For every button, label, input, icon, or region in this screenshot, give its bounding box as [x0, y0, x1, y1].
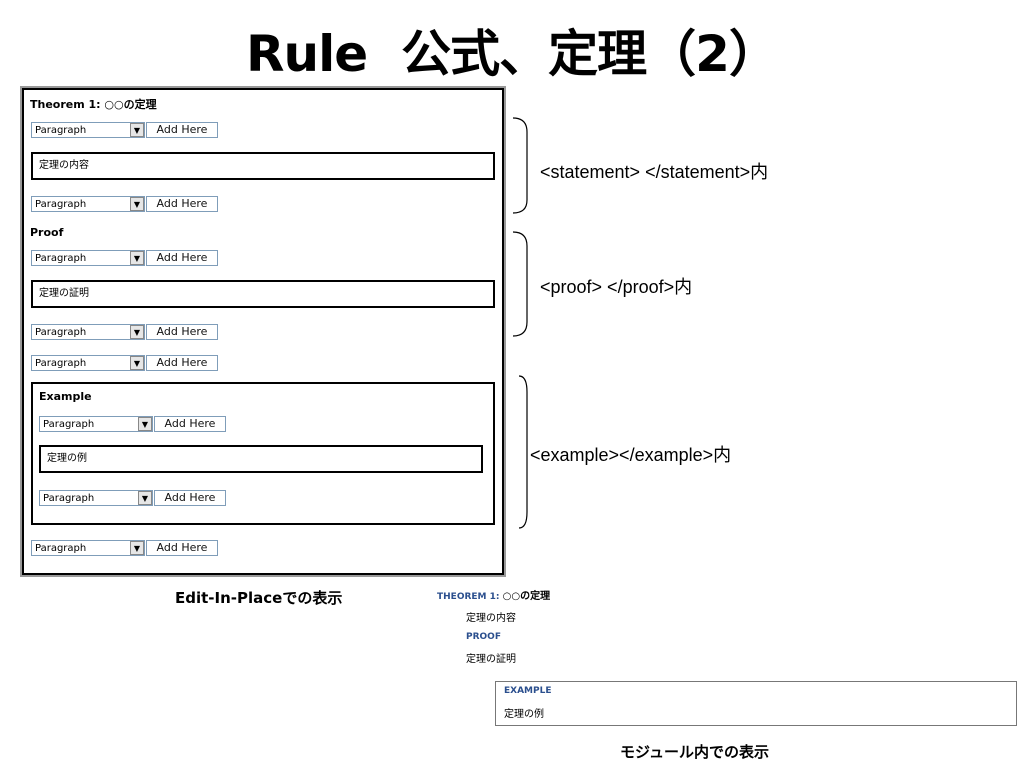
paragraph-select[interactable]: Paragraph▼	[31, 196, 145, 212]
example-field[interactable]: 定理の例	[39, 445, 483, 473]
block-row: Paragraph▼ Add Here	[39, 416, 239, 434]
title-formula-theorem: 公式、定理（2）	[401, 25, 779, 83]
dropdown-arrow-icon: ▼	[130, 541, 144, 555]
paragraph-select[interactable]: Paragraph▼	[31, 250, 145, 266]
block-row: Paragraph▼ Add Here	[31, 250, 231, 268]
add-here-button[interactable]: Add Here	[146, 196, 218, 212]
add-here-button[interactable]: Add Here	[146, 540, 218, 556]
proof-label: Proof	[30, 226, 64, 239]
module-example: 定理の例	[504, 709, 544, 720]
statement-brace	[512, 117, 528, 214]
paragraph-select[interactable]: Paragraph▼	[31, 355, 145, 371]
add-here-button[interactable]: Add Here	[146, 324, 218, 340]
edit-in-place-panel: Theorem 1: ○○の定理 Paragraph▼ Add Here 定理の…	[22, 88, 504, 575]
theorem-label: Theorem 1: ○○の定理	[30, 98, 157, 111]
block-row: Paragraph▼ Add Here	[39, 490, 239, 508]
dropdown-arrow-icon: ▼	[138, 417, 152, 431]
statement-field[interactable]: 定理の内容	[31, 152, 495, 180]
bracket-annotations	[512, 117, 528, 529]
paragraph-select[interactable]: Paragraph▼	[31, 122, 145, 138]
module-statement: 定理の内容	[466, 613, 516, 624]
dropdown-arrow-icon: ▼	[130, 251, 144, 265]
dropdown-arrow-icon: ▼	[130, 197, 144, 211]
block-row: Paragraph▼ Add Here	[31, 355, 231, 373]
module-proof: 定理の証明	[466, 654, 516, 665]
statement-annotation: <statement> </statement>内	[540, 162, 769, 182]
add-here-button[interactable]: Add Here	[154, 490, 226, 506]
module-caption: モジュール内での表示	[620, 743, 769, 761]
dropdown-arrow-icon: ▼	[130, 356, 144, 370]
paragraph-select[interactable]: Paragraph▼	[31, 540, 145, 556]
module-theorem-heading: THEOREM 1: ○○の定理	[437, 591, 551, 602]
edit-in-place-caption: Edit-In-Placeでの表示	[175, 589, 343, 607]
block-row: Paragraph▼ Add Here	[31, 122, 231, 140]
example-label: Example	[39, 390, 92, 403]
dropdown-arrow-icon: ▼	[130, 123, 144, 137]
slide-title: Rule 公式、定理（2）	[0, 14, 1024, 86]
module-proof-heading: PROOF	[466, 632, 501, 642]
paragraph-select[interactable]: Paragraph▼	[39, 416, 153, 432]
add-here-button[interactable]: Add Here	[154, 416, 226, 432]
proof-field[interactable]: 定理の証明	[31, 280, 495, 308]
proof-annotation: <proof> </proof>内	[540, 277, 693, 297]
proof-brace	[512, 231, 528, 337]
add-here-button[interactable]: Add Here	[146, 122, 218, 138]
dropdown-arrow-icon: ▼	[130, 325, 144, 339]
dropdown-arrow-icon: ▼	[138, 491, 152, 505]
block-row: Paragraph▼ Add Here	[31, 540, 231, 558]
module-example-box: EXAMPLE 定理の例	[495, 681, 1017, 726]
example-annotation: <example></example>内	[530, 445, 732, 465]
example-block: Example Paragraph▼ Add Here 定理の例 Paragra…	[31, 382, 495, 525]
example-brace	[518, 375, 528, 529]
block-row: Paragraph▼ Add Here	[31, 196, 231, 214]
paragraph-select[interactable]: Paragraph▼	[31, 324, 145, 340]
add-here-button[interactable]: Add Here	[146, 250, 218, 266]
paragraph-select[interactable]: Paragraph▼	[39, 490, 153, 506]
add-here-button[interactable]: Add Here	[146, 355, 218, 371]
module-example-heading: EXAMPLE	[504, 686, 552, 696]
title-rule: Rule	[246, 25, 368, 83]
block-row: Paragraph▼ Add Here	[31, 324, 231, 342]
